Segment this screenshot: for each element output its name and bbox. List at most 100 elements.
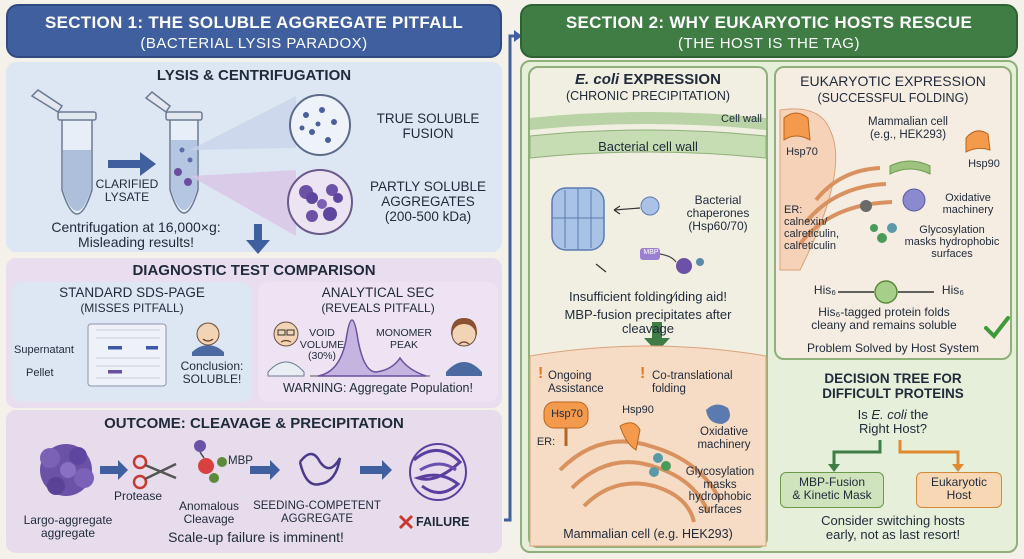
euk-hsp70-label: Hsp70	[786, 146, 818, 158]
x-icon	[398, 514, 414, 530]
glyco-label: Glycosylation masks hydrophobic surfaces	[685, 466, 755, 516]
arrow-icon	[250, 460, 280, 480]
svg-text:!: !	[538, 365, 543, 382]
hsp70-icon	[543, 401, 589, 446]
mbp-label: MBP	[228, 455, 253, 467]
sec-subtitle: (REVEALS PITFALL)	[321, 301, 435, 315]
seeding-aggregate-label: SEEDING-COMPETENT AGGREGATE	[253, 500, 381, 525]
outcome-title: OUTCOME: CLEAVAGE & PRECIPITATION	[104, 415, 404, 432]
tangled-aggregate-icon	[409, 443, 467, 501]
check-icon	[984, 316, 1010, 340]
er-label: ER:	[536, 436, 556, 448]
oxidative-label: Oxidative machinery	[697, 426, 751, 451]
hsp90-icon	[619, 422, 641, 451]
glycosylation-icon	[649, 453, 671, 477]
his-left-label: His₆	[813, 283, 837, 297]
true-soluble-label: TRUE SOLUBLE FUSION	[376, 111, 480, 141]
cleavage-icon	[194, 440, 227, 483]
warning-label: WARNING: Aggregate Population!	[283, 381, 473, 395]
cell-wall-label: Cell wall	[721, 113, 762, 125]
supernatant-label: Supernatant	[14, 344, 74, 356]
chromatogram-icon	[310, 319, 430, 377]
sds-title: STANDARD SDS-PAGE	[59, 285, 205, 300]
monomer-peak-label: MONOMER PEAK	[376, 327, 432, 351]
his-tag-protein-icon	[838, 280, 934, 304]
bacterial-wall-label: Bacterial cell wall	[598, 139, 698, 154]
arrow-icon	[360, 460, 392, 480]
er-membrane-icon	[558, 439, 722, 523]
er-membrane-icon	[798, 166, 893, 246]
lysis-title: LYSIS & CENTRIFUGATION	[156, 67, 352, 84]
euk-oxidative-label: Oxidative machinery	[942, 192, 994, 217]
arrow-icon	[246, 224, 270, 254]
mbp-fusion-option-label: MBP-Fusion & Kinetic Mask	[792, 475, 872, 503]
arrow-icon	[644, 322, 670, 352]
section1-header: SECTION 1: THE SOLUBLE AGGREGATE PITFALL…	[6, 4, 502, 58]
scaleup-note: Scale-up failure is imminent!	[168, 529, 344, 545]
scientist-icon	[192, 322, 224, 356]
glycosylation-icon	[870, 223, 897, 243]
complex-icon	[860, 200, 872, 212]
bacterial-wall-icon	[529, 129, 767, 159]
precipitates-label: MBP-fusion precipitates after cleavage	[564, 307, 732, 337]
decision-question: Is E. coli the Right Host?	[857, 407, 929, 437]
aggregates-zoom-icon	[287, 169, 353, 235]
section2-subtitle: (THE HOST IS THE TAG)	[678, 35, 860, 52]
euk-hsp90-label: Hsp90	[968, 158, 1000, 170]
oxidative-icon	[902, 188, 926, 212]
er-tube-icon	[889, 160, 931, 175]
scientist-icon	[267, 321, 305, 377]
section1-title: SECTION 1: THE SOLUBLE AGGREGATE PITFALL	[44, 13, 464, 32]
consider-label: Consider switching hosts early, not as l…	[821, 513, 965, 543]
cotranslational-label: Co-translational folding	[652, 370, 733, 395]
hsp90-icon	[965, 130, 991, 153]
aggregate-icon	[40, 444, 94, 496]
void-volume-label: VOID VOLUME (30%)	[299, 327, 345, 363]
protease-label: Protease	[113, 489, 163, 503]
eukaryotic-host-option: Eukaryotic Host	[916, 472, 1002, 508]
oxidative-icon	[706, 404, 730, 424]
folds-label: His₆-tagged protein folds cleany and rem…	[811, 305, 957, 333]
sec-title: ANALYTICAL SEC	[321, 285, 435, 300]
mammalian-label: Mammalian cell (e.g. HEK293)	[563, 527, 733, 541]
section2-title: SECTION 2: WHY EUKARYOTIC HOSTS RESCUE	[565, 13, 973, 32]
ongoing-label: Ongoing Assistance	[548, 370, 604, 395]
arrow-icon	[108, 152, 156, 176]
chaperones-label: Bacterial chaperones (Hsp60/70)	[686, 193, 750, 234]
mbp-fusion-icon	[640, 248, 704, 274]
euk-title: EUKARYOTIC EXPRESSION	[800, 73, 986, 89]
chaperone-icon	[640, 196, 660, 216]
anomalous-cleavage-label: Anomalous Cleavage	[178, 499, 240, 527]
pellet-label: Pellet	[26, 367, 54, 379]
conclusion-label: Conclusion: SOLUBLE!	[180, 359, 244, 387]
hsp90-label: Hsp90	[622, 404, 654, 416]
centrifugation-note: Centrifugation at 16,000×g: Misleading r…	[51, 219, 221, 251]
eukaryotic-host-option-label: Eukaryotic Host	[930, 475, 988, 503]
sds-subtitle: (MISSES PITFALL)	[80, 301, 184, 315]
mbp-tag-label: MBP	[643, 249, 659, 256]
hsp70-icon	[783, 112, 811, 141]
failure-label: FAILURE	[416, 515, 470, 529]
svg-text:!: !	[640, 365, 645, 382]
tube-icon	[144, 91, 203, 214]
cell-wall-icon	[530, 112, 766, 130]
decision-title: DECISION TREE FOR DIFFICULT PROTEINS	[822, 371, 964, 401]
section1-subtitle: (BACTERIAL LYSIS PARADOX)	[140, 35, 368, 52]
scientist-icon	[446, 318, 482, 376]
scissors-icon	[132, 454, 177, 490]
mbp-fusion-option: MBP-Fusion & Kinetic Mask	[780, 472, 884, 508]
soluble-fusion-zoom-icon	[289, 94, 351, 156]
euk-mammalian-label: Mammalian cell (e.g., HEK293)	[868, 116, 948, 141]
clarified-lysate-label: CLARIFIED LYSATE	[95, 177, 159, 205]
chaperone-barrel-icon	[551, 187, 605, 251]
partly-soluble-label: PARTLY SOLUBLE AGGREGATES (200-500 kDa)	[369, 179, 487, 224]
his-right-label: His₆	[941, 283, 965, 297]
seeding-aggregate-icon	[298, 452, 342, 486]
